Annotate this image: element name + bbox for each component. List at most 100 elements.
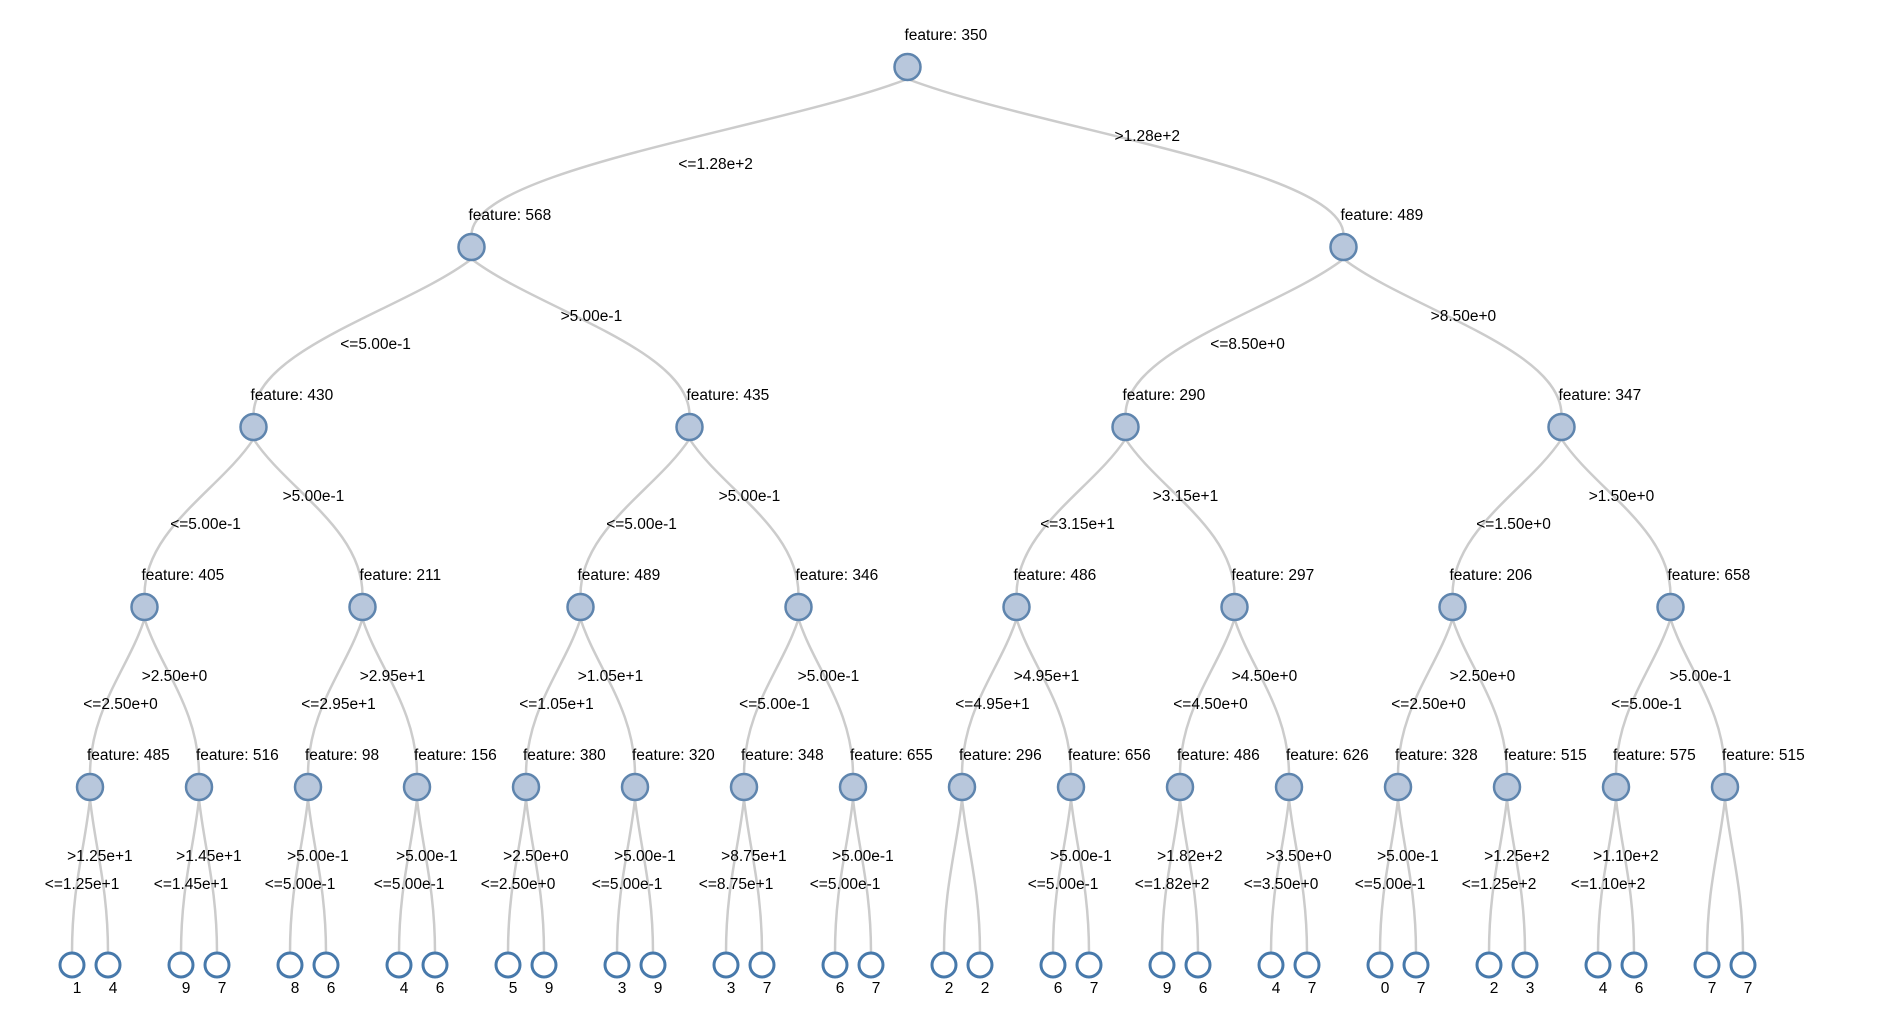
edge-label-right: >3.50e+0	[1266, 848, 1332, 865]
leaf-value-label: 3	[618, 980, 627, 997]
edge-label-left: <=3.50e+0	[1244, 876, 1319, 893]
edge-label-right: >2.50e+0	[503, 848, 569, 865]
internal-node	[1547, 412, 1576, 442]
edge-label-right: >5.00e-1	[798, 668, 860, 685]
edge-left	[397, 798, 419, 954]
leaf-node	[712, 951, 740, 979]
edge-right	[524, 798, 546, 954]
leaf-node	[385, 951, 413, 979]
leaf-node	[167, 951, 195, 979]
edge-right	[1505, 798, 1527, 954]
edge-label-right: >1.05e+1	[578, 668, 644, 685]
internal-node	[838, 772, 868, 802]
leaf-value-label: 7	[1417, 980, 1426, 997]
feature-label: feature: 346	[796, 567, 879, 584]
feature-label: feature: 485	[87, 747, 170, 764]
edge-right	[688, 438, 800, 596]
edge-label-left: <=2.50e+0	[1391, 696, 1466, 713]
edge-label-right: >1.28e+2	[1115, 128, 1181, 145]
edge-left	[615, 798, 637, 954]
feature-label: feature: 380	[523, 747, 606, 764]
edge-left	[579, 438, 691, 596]
edge-label-left: <=2.50e+0	[83, 696, 158, 713]
internal-node	[1383, 772, 1413, 802]
leaf-value-label: 1	[73, 980, 82, 997]
edge-label-right: >1.25e+1	[67, 848, 133, 865]
feature-label: feature: 516	[196, 747, 279, 764]
edge-right	[1124, 438, 1236, 596]
leaf-value-label: 9	[545, 980, 554, 997]
feature-label: feature: 489	[1341, 207, 1424, 224]
leaf-node	[1075, 951, 1103, 979]
edge-label-left: <=5.00e-1	[374, 876, 445, 893]
edge-labels-layer: >1.28e+2<=1.28e+2>5.00e-1<=5.00e-1>8.50e…	[45, 128, 1731, 893]
internal-node	[675, 412, 704, 442]
feature-label: feature: 568	[469, 207, 552, 224]
edge-label-right: >5.00e-1	[283, 488, 345, 505]
edge-right	[252, 438, 364, 596]
edge-left	[1378, 798, 1400, 954]
edge-right	[470, 258, 691, 416]
leaf-value-label: 3	[727, 980, 736, 997]
edge-right	[960, 798, 982, 954]
node-labels-layer: feature: 350 feature: 568 feature: 489 feat…	[73, 27, 1805, 997]
feature-label: feature: 211	[360, 567, 442, 584]
edge-label-left: <=5.00e-1	[1028, 876, 1099, 893]
edges-layer	[70, 77, 1745, 954]
leaf-node	[94, 951, 122, 979]
edge-right	[143, 618, 201, 776]
leaf-node	[1039, 951, 1067, 979]
edge-left	[1614, 618, 1672, 776]
edge-label-left: <=8.50e+0	[1210, 336, 1285, 353]
edge-right	[1560, 438, 1672, 596]
feature-label: feature: 350	[905, 27, 988, 44]
edge-label-right: >5.00e-1	[832, 848, 894, 865]
edge-label-right: >5.00e-1	[1377, 848, 1439, 865]
edge-right	[907, 77, 1345, 236]
internal-node	[1002, 592, 1031, 622]
feature-label: feature: 435	[687, 387, 770, 404]
internal-node	[348, 592, 377, 622]
edge-label-left: <=2.50e+0	[481, 876, 556, 893]
edge-left	[1396, 618, 1454, 776]
leaf-value-label: 7	[1744, 980, 1753, 997]
internal-node	[75, 772, 105, 802]
feature-label: feature: 206	[1450, 567, 1533, 584]
edge-left	[470, 77, 908, 236]
leaf-value-label: 4	[109, 980, 118, 997]
leaf-node	[857, 951, 885, 979]
feature-label: feature: 320	[632, 747, 715, 764]
edge-label-left: <=1.10e+2	[1571, 876, 1646, 893]
edge-label-left: <=5.00e-1	[1611, 696, 1682, 713]
edge-right	[1178, 798, 1200, 954]
feature-label: feature: 405	[142, 567, 225, 584]
edge-label-left: <=5.00e-1	[606, 516, 677, 533]
edge-right	[1669, 618, 1727, 776]
edge-left	[506, 798, 528, 954]
feature-label: feature: 486	[1177, 747, 1260, 764]
edge-left	[1015, 438, 1127, 596]
edge-label-right: >1.50e+0	[1589, 488, 1655, 505]
leaf-node	[1148, 951, 1176, 979]
edge-label-right: >8.75e+1	[721, 848, 787, 865]
leaf-node	[1693, 951, 1721, 979]
leaf-value-label: 7	[218, 980, 227, 997]
internal-node	[1656, 592, 1685, 622]
feature-label: feature: 515	[1722, 747, 1805, 764]
internal-node	[239, 412, 268, 442]
edge-label-left: <=5.00e-1	[592, 876, 663, 893]
edge-label-left: <=5.00e-1	[739, 696, 810, 713]
leaf-value-label: 6	[1054, 980, 1063, 997]
edge-label-right: >1.10e+2	[1593, 848, 1659, 865]
leaf-value-label: 6	[327, 980, 336, 997]
feature-label: feature: 489	[578, 567, 661, 584]
edge-label-left: <=1.50e+0	[1476, 516, 1551, 533]
leaf-value-label: 8	[291, 980, 300, 997]
internal-node	[1710, 772, 1740, 802]
edge-left	[1124, 258, 1345, 416]
edge-label-right: >2.50e+0	[142, 668, 208, 685]
leaf-node	[421, 951, 449, 979]
edge-label-right: >3.15e+1	[1153, 488, 1219, 505]
edge-right	[851, 798, 873, 954]
edge-right	[579, 618, 637, 776]
